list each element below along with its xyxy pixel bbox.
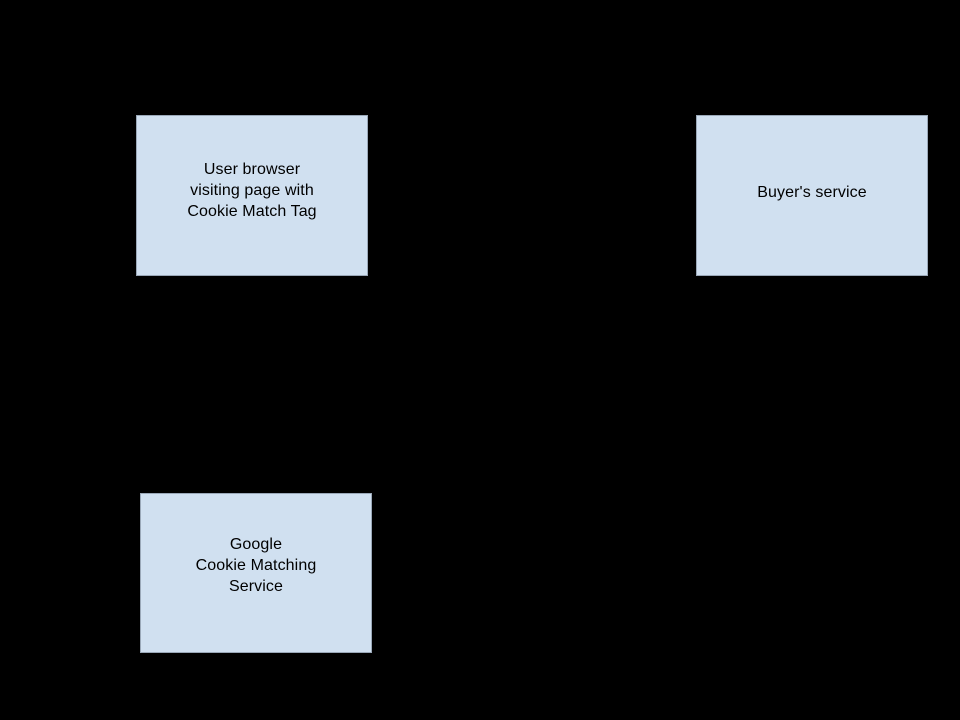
node-google-cookie-matching-label: Google Cookie Matching Service — [195, 536, 317, 595]
node-buyers-service[interactable]: Buyer's service — [696, 115, 928, 276]
node-buyers-service-label: Buyer's service — [757, 184, 867, 201]
node-user-browser[interactable]: User browser visiting page with Cookie M… — [136, 115, 368, 276]
node-user-browser-label: User browser visiting page with Cookie M… — [187, 161, 317, 220]
node-google-cookie-matching[interactable]: Google Cookie Matching Service — [140, 493, 372, 653]
